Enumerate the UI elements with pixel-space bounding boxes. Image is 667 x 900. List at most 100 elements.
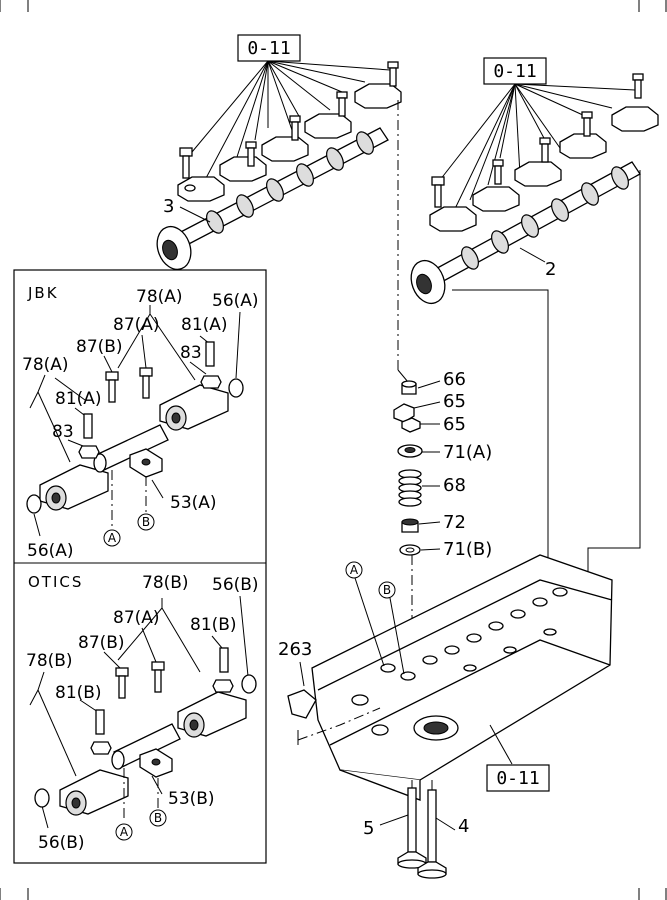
- valve-seal-72[interactable]: [401, 518, 419, 533]
- otics-label-56b-bottom: 56(B): [38, 833, 85, 853]
- jbk-label-83-left: 83: [52, 422, 74, 442]
- label-part-263: 263: [278, 639, 312, 660]
- otics-label-78b-top: 78(B): [142, 573, 189, 593]
- ref-box-top-right[interactable]: 0-11: [483, 57, 547, 85]
- jbk-label-56a-bottom: 56(A): [27, 541, 74, 561]
- jbk-label-83-top: 83: [180, 343, 202, 363]
- otics-nut-top[interactable]: [212, 679, 234, 693]
- svg-text:A: A: [108, 531, 117, 545]
- jbk-circle-a: A: [103, 529, 121, 547]
- jbk-label-56a-top: 56(A): [212, 291, 259, 311]
- jbk-label-87b: 87(B): [76, 337, 123, 357]
- label-part-2: 2: [545, 259, 556, 280]
- otics-circle-a: A: [115, 823, 133, 841]
- jbk-oring-56a-bottom[interactable]: [26, 494, 42, 514]
- valve-spring-68[interactable]: [398, 469, 422, 507]
- head-ports: [351, 587, 568, 736]
- otics-label-87a: 87(A): [113, 608, 160, 628]
- valve-5[interactable]: [397, 787, 427, 869]
- panel-jbk-title: JBK: [27, 284, 59, 302]
- jbk-bolt-87b[interactable]: [105, 371, 119, 403]
- bolts-top-right[interactable]: [431, 73, 644, 208]
- cylinder-head[interactable]: [311, 554, 613, 801]
- label-part-5: 5: [363, 818, 374, 839]
- ref-label-top-left: 0-11: [247, 38, 290, 59]
- valve-keeper-65a[interactable]: [393, 403, 415, 423]
- jbk-rocker-arm-78a-upper[interactable]: [159, 384, 229, 431]
- bearing-caps-top-right[interactable]: [429, 106, 659, 232]
- leader-right-to-head: [587, 170, 641, 590]
- leader-lines-top-left: [191, 60, 391, 181]
- otics-label-78b-left: 78(B): [26, 651, 73, 671]
- svg-text:B: B: [154, 811, 162, 825]
- otics-adjust-screw-81b-top[interactable]: [219, 647, 229, 673]
- otics-oring-56b-top[interactable]: [241, 674, 257, 694]
- valve-4[interactable]: [417, 789, 447, 879]
- camshaft-3[interactable]: [151, 127, 389, 274]
- jbk-rocker-shaft-53a[interactable]: [93, 424, 169, 478]
- bolts-top-left[interactable]: [179, 61, 399, 179]
- svg-text:B: B: [383, 583, 391, 597]
- leader-camshaft2-to-head: [452, 289, 549, 575]
- ref-box-top-left[interactable]: 0-11: [237, 34, 301, 62]
- ref-label-bottom: 0-11: [496, 768, 539, 789]
- svg-text:A: A: [120, 825, 129, 839]
- otics-nut-left[interactable]: [90, 741, 112, 755]
- panel-frame: [13, 269, 267, 864]
- jbk-label-78a-top: 78(A): [136, 287, 183, 307]
- otics-rocker-arm-78b-upper[interactable]: [177, 691, 247, 738]
- label-part-71a: 71(A): [443, 442, 492, 463]
- label-part-68: 68: [443, 475, 466, 496]
- otics-label-81b-left: 81(B): [55, 683, 102, 703]
- label-part-4: 4: [458, 816, 469, 837]
- spring-retainer-71a[interactable]: [397, 444, 423, 458]
- plug-263[interactable]: [287, 689, 317, 719]
- head-circle-b: B: [378, 581, 396, 599]
- leader-263-dash: [297, 707, 381, 741]
- jbk-rocker-arm-78a-lower[interactable]: [39, 464, 109, 511]
- label-part-72: 72: [443, 512, 466, 533]
- svg-text:B: B: [142, 515, 150, 529]
- jbk-label-53a: 53(A): [170, 493, 217, 513]
- otics-label-56b-top: 56(B): [212, 575, 259, 595]
- jbk-bolt-87a[interactable]: [139, 367, 153, 399]
- otics-rocker-arm-78b-lower[interactable]: [59, 769, 129, 816]
- label-part-3: 3: [163, 196, 174, 217]
- otics-oring-56b-bottom[interactable]: [34, 788, 50, 808]
- camshaft-2[interactable]: [405, 161, 641, 308]
- jbk-nut-83-top[interactable]: [200, 375, 222, 389]
- valve-keeper-65b[interactable]: [401, 417, 421, 433]
- otics-rocker-shaft-53b[interactable]: [111, 723, 181, 778]
- leader-lines-top-right: [439, 83, 636, 216]
- jbk-adjust-screw-81a-left[interactable]: [83, 413, 93, 439]
- otics-bolt-87a[interactable]: [151, 661, 165, 693]
- jbk-circle-b: B: [137, 513, 155, 531]
- leader-circle-a-head: [354, 577, 385, 667]
- spring-seat-71b[interactable]: [399, 544, 421, 556]
- head-circle-a: A: [345, 561, 363, 579]
- label-part-66: 66: [443, 369, 466, 390]
- otics-adjust-screw-81b-left[interactable]: [95, 709, 105, 735]
- ref-box-bottom[interactable]: 0-11: [486, 764, 550, 792]
- label-part-71b: 71(B): [443, 539, 492, 560]
- valve-stem-seal-66[interactable]: [401, 380, 417, 395]
- otics-label-87b: 87(B): [78, 633, 125, 653]
- label-part-65a: 65: [443, 391, 466, 412]
- otics-label-81b-top: 81(B): [190, 615, 237, 635]
- jbk-label-87a: 87(A): [113, 315, 160, 335]
- otics-label-53b: 53(B): [168, 789, 215, 809]
- panel-otics: OTICS 78(B) 56(B) 87(A) 81(B) 87(B) 78(B…: [26, 573, 259, 853]
- valve-parts-stack: 66 65 65 71(A) 68 72: [393, 100, 492, 690]
- label-part-65b: 65: [443, 414, 466, 435]
- jbk-oring-56a-top[interactable]: [228, 378, 244, 398]
- leader-circle-b-head: [389, 597, 405, 675]
- jbk-nut-83-left[interactable]: [78, 445, 100, 459]
- svg-text:A: A: [350, 563, 359, 577]
- jbk-adjust-screw-81a-top[interactable]: [205, 341, 215, 367]
- otics-bolt-87b[interactable]: [115, 667, 129, 699]
- bearing-caps-top-left[interactable]: [177, 83, 402, 202]
- otics-circle-b: B: [149, 809, 167, 827]
- panel-otics-title: OTICS: [28, 573, 83, 591]
